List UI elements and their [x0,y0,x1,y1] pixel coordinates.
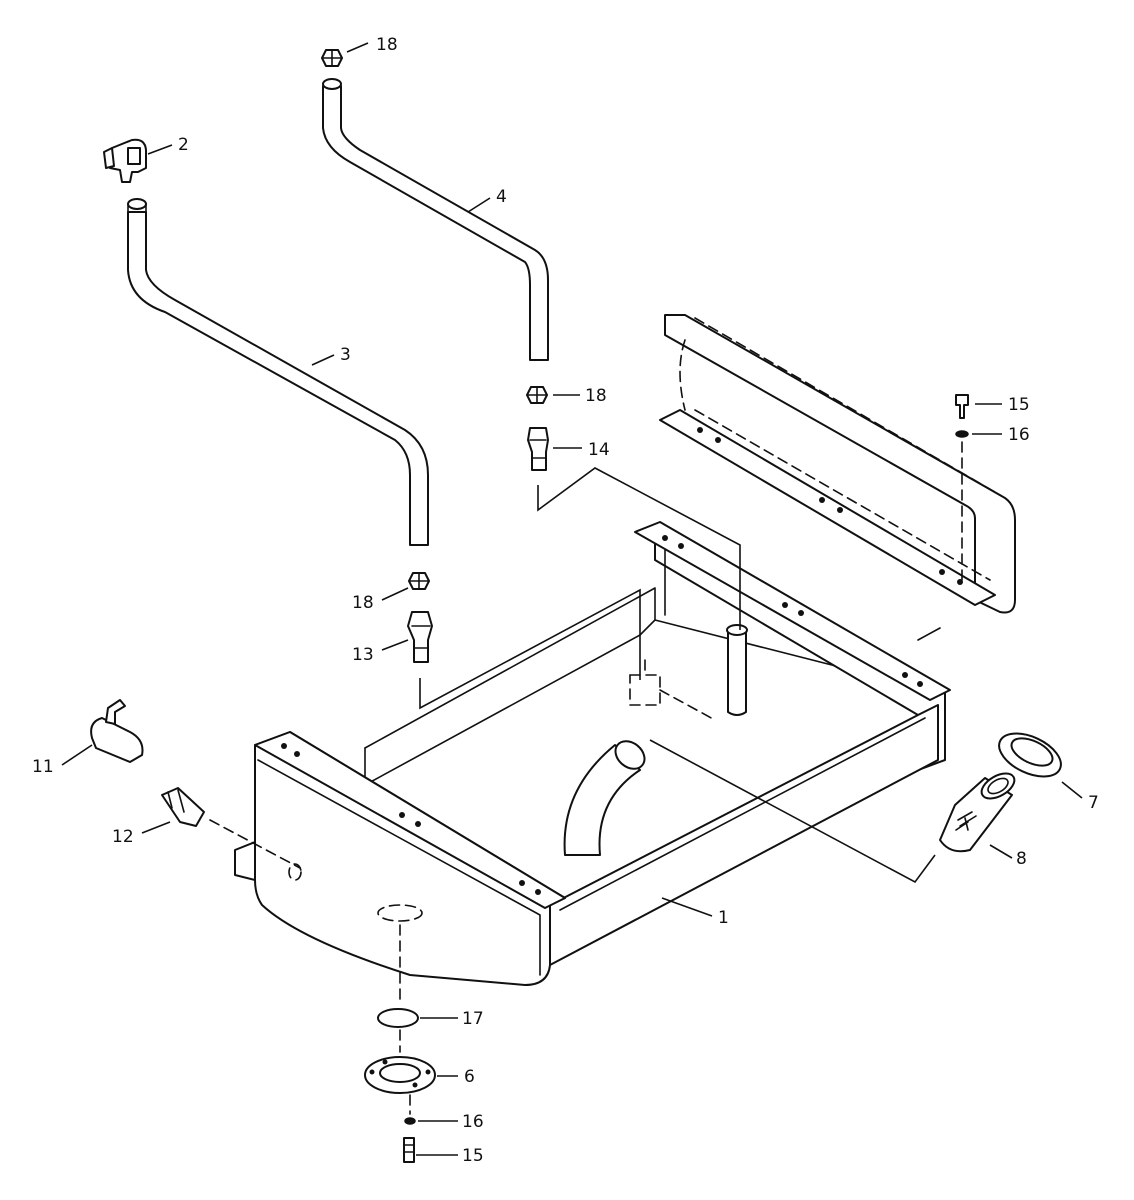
callout-3: 3 [340,345,351,365]
nut-18-lower [408,572,430,590]
callout-16: 16 [1008,425,1030,445]
callout-18: 18 [376,35,398,55]
hose-3 [127,198,429,546]
connector-14 [527,427,741,630]
callout-18: 18 [352,593,374,613]
callout-6: 6 [464,1067,475,1087]
callout-12: 12 [112,827,134,847]
bolt-15-upper [955,394,969,419]
bolt-15-lower [403,1137,415,1163]
mounting-bracket [659,314,1016,614]
callout-18: 18 [585,386,607,406]
callout-15: 15 [462,1146,484,1166]
connector-13 [407,588,641,710]
callout-16: 16 [462,1112,484,1132]
filler-cap-7 [998,732,1062,778]
callout-labels: 18 2 4 3 18 14 15 16 18 13 11 12 7 8 1 1… [32,35,1099,1166]
callout-14: 14 [588,440,610,460]
washer-16-upper [955,430,969,581]
drain-valve-11 [90,699,144,763]
fuel-tank [234,521,951,1006]
callout-2: 2 [178,135,189,155]
washer-16-lower [404,1094,416,1125]
callout-8: 8 [1016,849,1027,869]
nipple-12 [161,787,302,881]
callout-4: 4 [496,187,507,207]
nut-18-top [321,49,343,67]
nut-18-middle [526,386,548,404]
o-ring-17 [377,1008,419,1028]
elbow-fitting-2 [103,138,147,183]
leader-lines [61,42,1083,1156]
callout-17: 17 [462,1009,484,1029]
hose-4 [322,78,549,361]
callout-15: 15 [1008,395,1030,415]
strainer-8 [649,739,1016,884]
callout-13: 13 [352,645,374,665]
callout-7: 7 [1088,793,1099,813]
callout-11: 11 [32,757,54,777]
callout-1: 1 [718,908,729,928]
flange-6 [364,1029,436,1094]
